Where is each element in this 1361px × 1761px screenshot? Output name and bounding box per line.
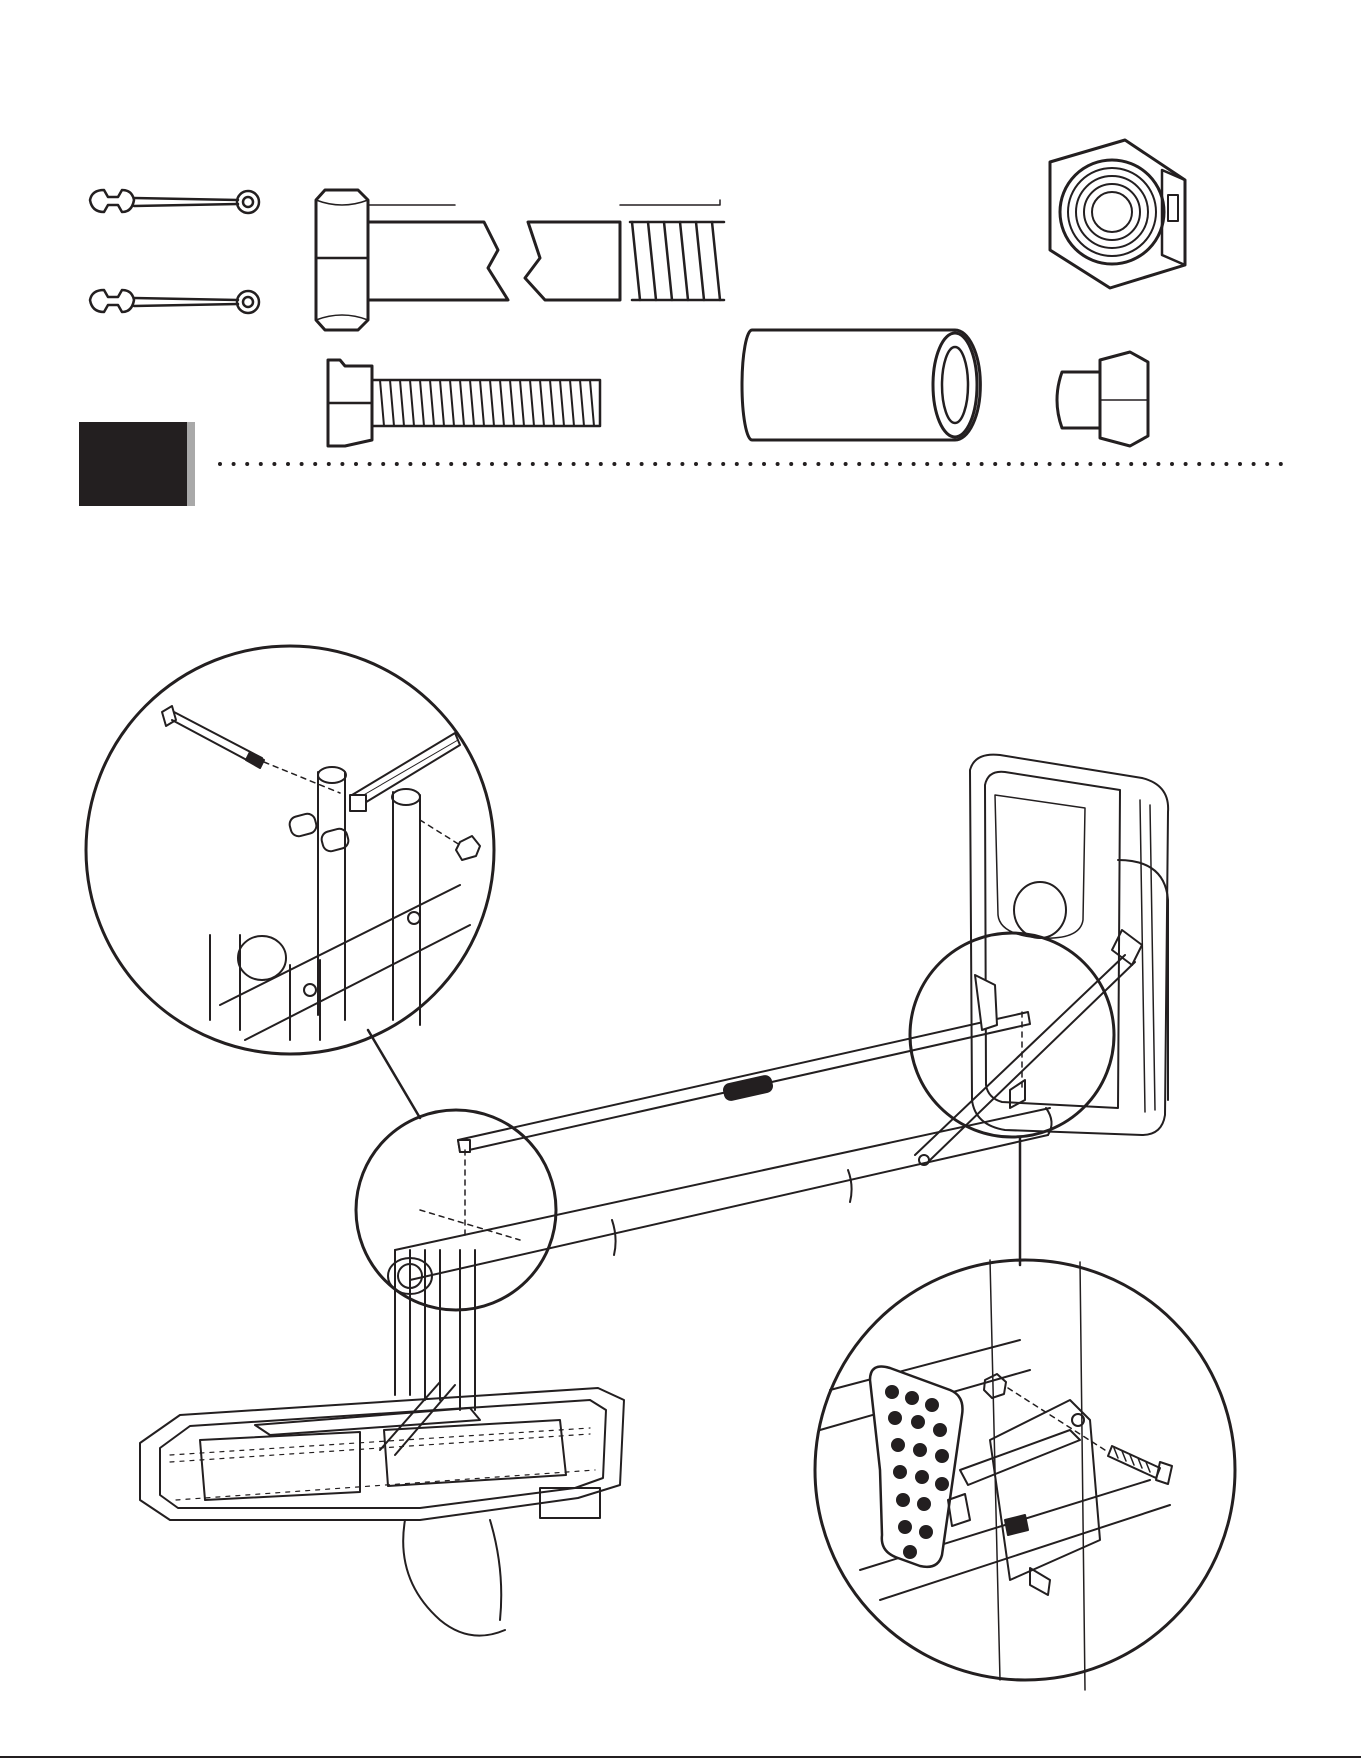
spacer-sleeve-icon bbox=[742, 330, 980, 440]
callout-lower-right bbox=[815, 1260, 1235, 1690]
main-assembly bbox=[140, 755, 1168, 1636]
lock-nut-small-icon bbox=[1057, 352, 1148, 446]
long-bolt-icon bbox=[316, 190, 724, 330]
wrench-icon bbox=[90, 290, 259, 313]
wrench-icon bbox=[90, 190, 259, 213]
lock-nut-large-icon bbox=[1050, 140, 1185, 288]
callout-center bbox=[356, 1110, 556, 1310]
callout-hoop-detail bbox=[910, 933, 1114, 1265]
callout-upper-left bbox=[86, 646, 494, 1118]
short-bolt-icon bbox=[328, 360, 600, 446]
step-number-box bbox=[79, 422, 187, 506]
